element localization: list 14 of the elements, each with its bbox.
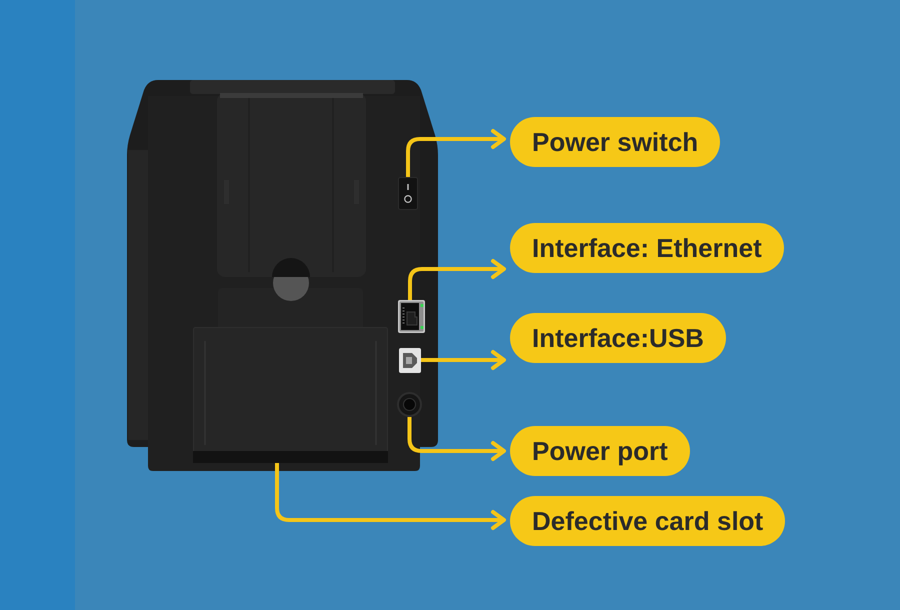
leader-arrow [421,350,506,370]
leader-arrow [408,259,506,300]
ethernet-port [398,300,425,333]
callout-label: Interface: Ethernet [510,223,784,273]
leader-arrow [275,463,506,530]
callout-label: Power port [510,426,690,476]
leader-arrow [406,129,506,177]
leader-arrow [408,417,506,461]
callout-label: Defective card slot [510,496,786,546]
callout-label: Interface:USB [510,313,726,363]
rocker-switch [398,177,418,210]
usb-port [399,348,421,373]
card-slot-cover [193,327,388,463]
callout-label: Power switch [510,117,720,167]
